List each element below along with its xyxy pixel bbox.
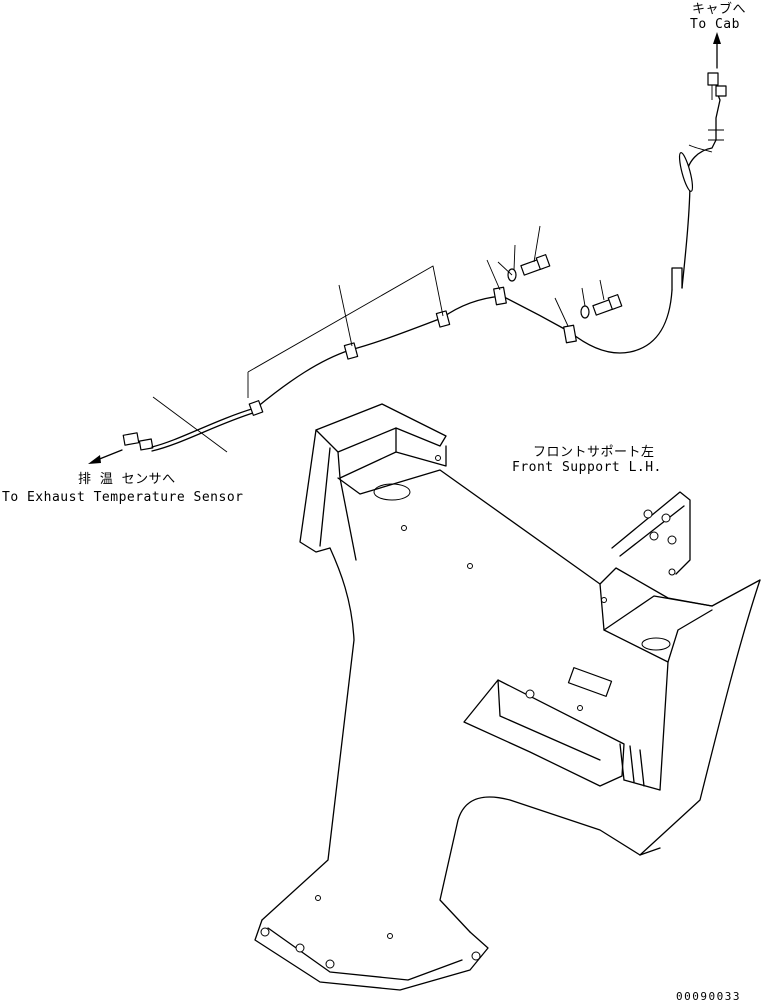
drawing-number: 00090033: [676, 990, 741, 1003]
to-cab-label-jp: キャブへ: [692, 1, 746, 17]
harness-clamps: [248, 286, 577, 416]
wiring-harness: [122, 72, 727, 452]
top-hole: [373, 483, 411, 501]
bolt-set-2: [580, 294, 623, 319]
front-support-label-jp: フロントサポート左: [533, 445, 655, 460]
leader-lines: [152, 225, 605, 453]
bolt-set-1: [497, 254, 551, 282]
exhaust-sensor-label-en: To Exhaust Temperature Sensor: [2, 490, 243, 505]
arrow-left-icon: [88, 449, 123, 464]
arrow-up-icon: [713, 32, 721, 69]
cab-connector: [707, 72, 719, 86]
exhaust-sensor-label-jp: 排 温 センサへ: [78, 472, 176, 487]
front-support-label-en: Front Support L.H.: [512, 460, 662, 475]
sensor-connector: [122, 432, 140, 446]
front-support-frame: [254, 403, 761, 991]
to-cab-label-en: To Cab: [690, 17, 740, 32]
